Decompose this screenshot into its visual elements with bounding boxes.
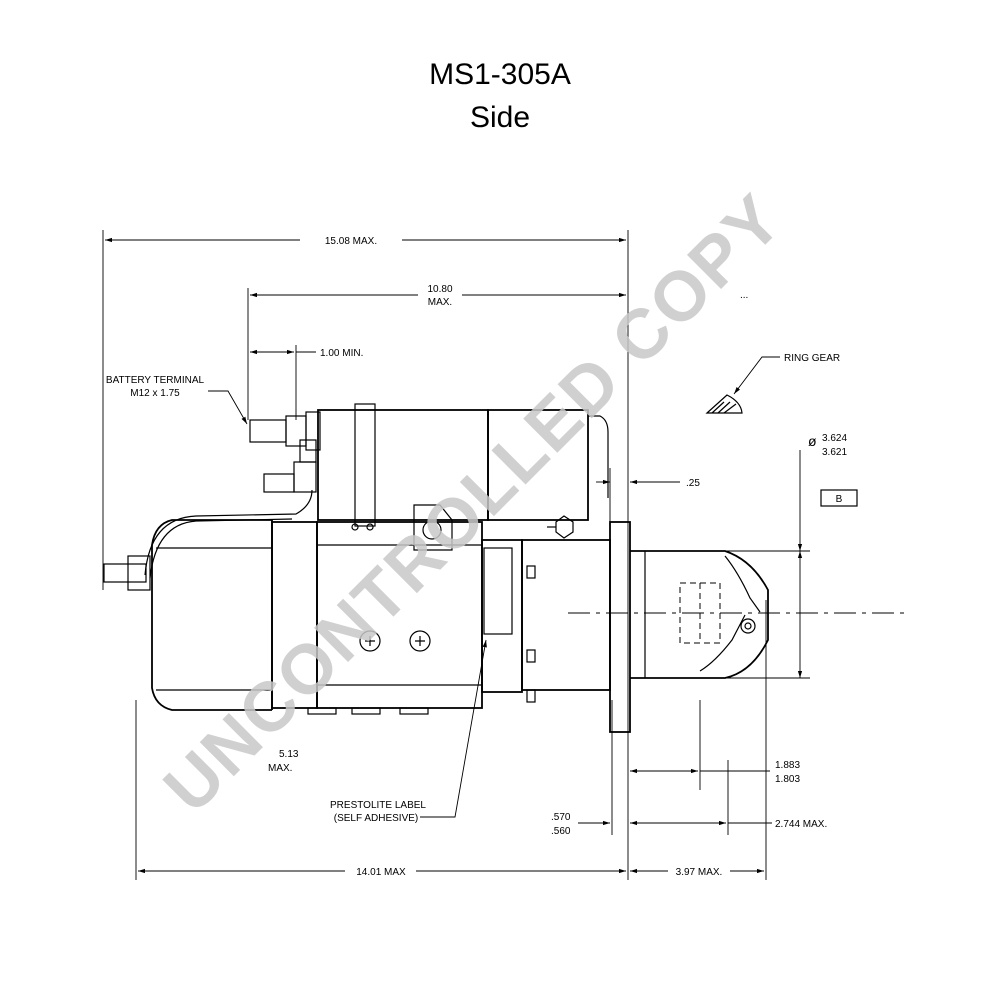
leader-lines: [208, 356, 780, 818]
partial-dimension-label: ...: [740, 290, 748, 301]
starter-motor: [103, 394, 905, 733]
drawing-title: MS1-305A: [429, 58, 571, 91]
body-length-label: 14.01 MAX: [356, 867, 406, 878]
ring-gear-label: RING GEAR: [784, 353, 840, 364]
dim-1883-label: 1.883: [775, 760, 800, 771]
dim-1803-label: 1.803: [775, 774, 800, 785]
prestolite-label-text: PRESTOLITE LABEL: [330, 800, 426, 811]
datum-label: B: [836, 494, 843, 505]
partial-5-13-label: 5.13: [279, 749, 299, 760]
nose-length-label: 3.97 MAX.: [676, 867, 723, 878]
battery-terminal-label: BATTERY TERMINAL: [106, 375, 205, 386]
terminal-min-label: 1.00 MIN.: [320, 348, 363, 359]
dim-560-label: .560: [551, 826, 571, 837]
dim-2744-label: 2.744 MAX.: [775, 819, 827, 830]
dimension-lines: [105, 237, 803, 874]
datum-box: [820, 489, 858, 507]
length-10-80-label: 10.80: [427, 284, 452, 295]
dimension-labels: 15.08 MAX. 10.80 MAX. ... 1.00 MIN. .25 …: [106, 236, 858, 878]
prestolite-adhesive-text: (SELF ADHESIVE): [334, 813, 418, 824]
dim-570-label: .570: [551, 812, 571, 823]
view-subtitle: Side: [469, 101, 531, 134]
pilot-dia-top-label: 3.624: [822, 433, 847, 444]
battery-terminal-thread-label: M12 x 1.75: [130, 388, 180, 399]
overall-length-label: 15.08 MAX.: [325, 236, 377, 247]
diameter-symbol: ø: [808, 433, 817, 449]
partial-max-label: MAX.: [268, 763, 292, 774]
flange-25-label: .25: [686, 478, 700, 489]
pilot-dia-bottom-label: 3.621: [822, 447, 847, 458]
length-10-80-max-label: MAX.: [428, 297, 452, 308]
